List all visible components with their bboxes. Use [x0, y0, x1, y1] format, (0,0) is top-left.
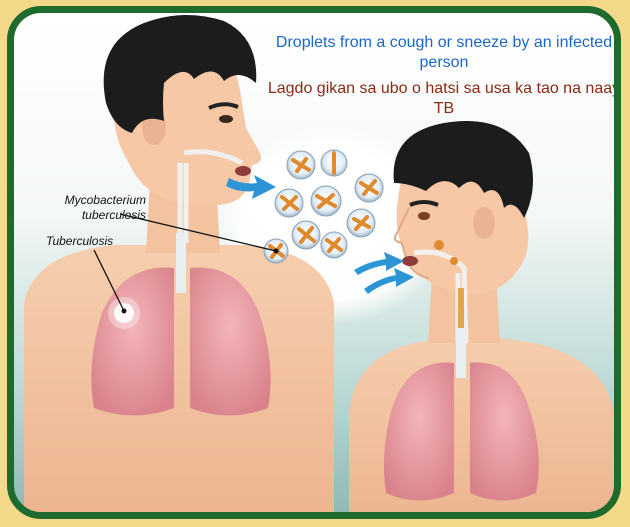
mycobacterium-leader-dot: [274, 249, 279, 254]
droplet: [275, 189, 303, 217]
caption-cebuano: Lagdo gikan sa ubo o hatsi sa usa ka tao…: [264, 79, 621, 119]
label-mycobacterium: Mycobacterium tuberculosis: [36, 193, 146, 223]
droplet: [347, 209, 375, 237]
left-trachea: [176, 233, 186, 293]
droplet: [355, 174, 383, 202]
trachea-infection-streak: [458, 288, 464, 328]
droplet: [321, 150, 347, 176]
caption-english: Droplets from a cough or sneeze by an in…: [264, 33, 621, 73]
droplet: [321, 232, 347, 258]
right-eye: [418, 212, 430, 220]
droplet: [292, 221, 320, 249]
inhaled-bacterium: [434, 240, 444, 250]
right-ear: [473, 207, 495, 239]
diagram-frame: Droplets from a cough or sneeze by an in…: [7, 6, 621, 519]
tuberculosis-leader-dot: [122, 309, 127, 314]
left-mouth: [235, 166, 251, 176]
left-eye: [219, 115, 233, 123]
droplet: [287, 151, 315, 179]
inhaled-bacterium: [450, 257, 458, 265]
right-mouth: [402, 256, 418, 266]
droplet: [311, 186, 341, 216]
label-tuberculosis: Tuberculosis: [46, 234, 113, 249]
